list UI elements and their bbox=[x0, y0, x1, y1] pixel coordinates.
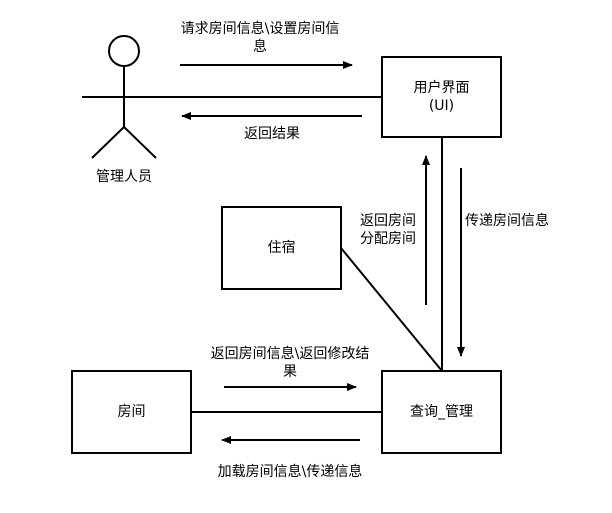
ui-box-label-line2: (UI) bbox=[428, 98, 455, 114]
request-label-line2: 息 bbox=[253, 39, 267, 55]
return-modify-label-line1: 返回房间信息\返回修改结 bbox=[210, 346, 370, 362]
lodging-query-connector bbox=[340, 247, 443, 372]
actor-right-leg bbox=[123, 126, 157, 159]
actor-head bbox=[108, 35, 140, 67]
ui-box-label: 用户界面 (UI) bbox=[382, 79, 501, 115]
return-assign-label: 返回房间 分配房间 bbox=[360, 212, 430, 248]
actor-label: 管理人员 bbox=[96, 169, 152, 185]
actor-left-leg bbox=[91, 126, 125, 159]
lodging-box-label: 住宿 bbox=[267, 240, 296, 256]
request-label: 请求房间信息\设置房间信 息 bbox=[160, 20, 360, 56]
return-assign-label-line1: 返回房间 bbox=[360, 213, 416, 229]
return-modify-label: 返回房间信息\返回修改结 果 bbox=[190, 345, 390, 381]
query-box-label: 查询_管理 bbox=[410, 404, 473, 420]
request-label-line1: 请求房间信息\设置房间信 bbox=[180, 21, 340, 37]
room-box-label: 房间 bbox=[117, 404, 146, 420]
actor-figure bbox=[82, 35, 168, 159]
load-pass-label: 加载房间信息\传递信息 bbox=[217, 464, 363, 480]
return-modify-label-line2: 果 bbox=[283, 364, 297, 380]
return-result-label: 返回结果 bbox=[244, 126, 300, 142]
return-assign-label-line2: 分配房间 bbox=[360, 231, 416, 247]
lodging-box bbox=[221, 206, 342, 290]
ui-box-label-line1: 用户界面 bbox=[413, 80, 470, 96]
ui-box bbox=[381, 56, 502, 138]
pass-room-info-label: 传递房间信息 bbox=[465, 213, 549, 229]
